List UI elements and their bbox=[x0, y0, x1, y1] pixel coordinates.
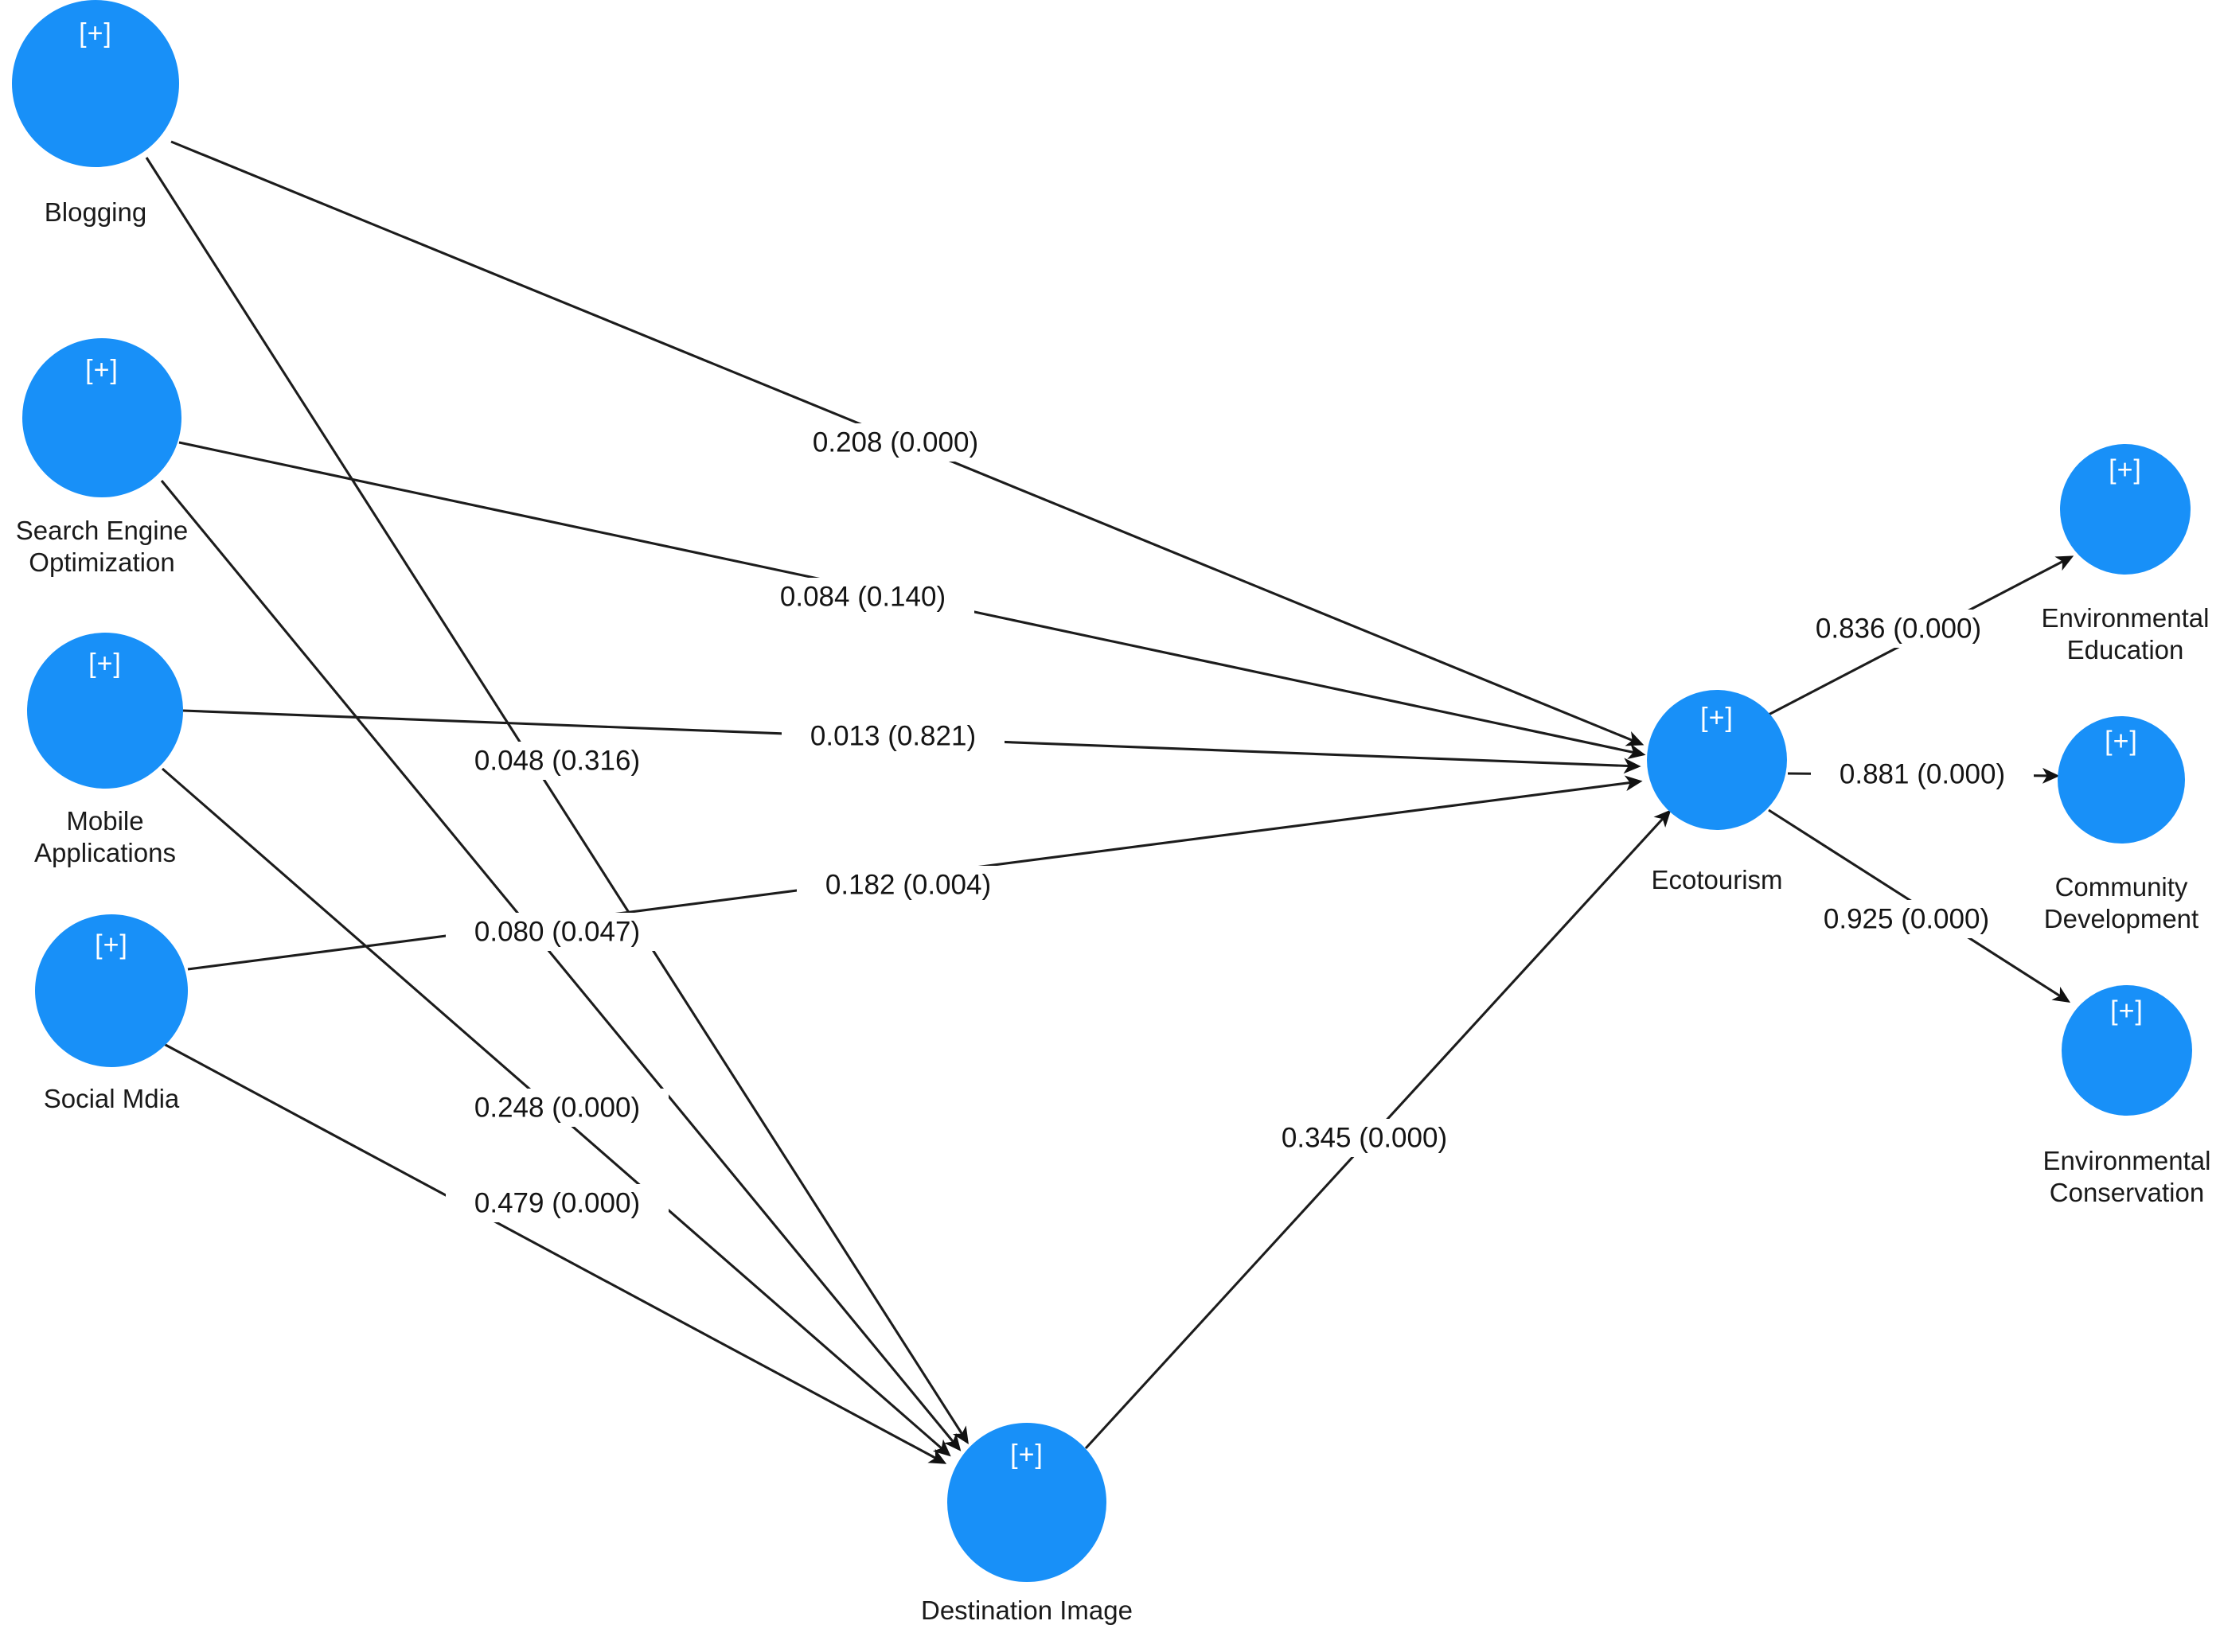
edge-label-text: 0.080 (0.047) bbox=[474, 916, 640, 947]
node-label: Environmental bbox=[2042, 603, 2210, 633]
node-circle[interactable] bbox=[947, 1423, 1106, 1582]
edge-label-destination-image-to-ecotourism: 0.345 (0.000) bbox=[1253, 1119, 1476, 1157]
edge-label-backdrop bbox=[1787, 610, 2010, 648]
node-destination-image[interactable]: [+] Destination Image bbox=[921, 1423, 1133, 1625]
node-circle[interactable] bbox=[35, 914, 188, 1067]
edge-label-seo-to-destination-image: 0.080 (0.047) bbox=[446, 913, 669, 951]
expand-plus-icon[interactable]: [+] bbox=[1010, 1440, 1044, 1470]
edge-layer bbox=[145, 140, 2074, 1464]
edge-label-mobile-to-ecotourism: 0.013 (0.821) bbox=[782, 717, 1005, 755]
node-label: Blogging bbox=[45, 197, 146, 227]
edge-label-backdrop bbox=[1811, 755, 2034, 793]
expand-plus-icon[interactable]: [+] bbox=[2110, 995, 2144, 1026]
edge-label-backdrop bbox=[797, 866, 1020, 904]
node-label: Mobile bbox=[66, 806, 143, 836]
edge-label-backdrop bbox=[446, 1184, 669, 1222]
node-circle[interactable] bbox=[12, 0, 179, 167]
node-label: Development bbox=[2044, 904, 2199, 933]
edge-label-text: 0.013 (0.821) bbox=[810, 720, 976, 751]
edge-seo-to-destination-image[interactable] bbox=[160, 480, 962, 1451]
edge-label-social-media-to-ecotourism: 0.182 (0.004) bbox=[797, 866, 1020, 904]
edge-label-mobile-to-destination-image: 0.248 (0.000) bbox=[446, 1089, 669, 1127]
edge-label-backdrop bbox=[784, 423, 1007, 462]
edge-label-text: 0.881 (0.000) bbox=[1840, 758, 2005, 789]
node-circle[interactable] bbox=[2058, 716, 2185, 844]
expand-plus-icon[interactable]: [+] bbox=[95, 929, 128, 960]
node-layer: [+]Blogging[+]Search EngineOptimization[… bbox=[12, 0, 2210, 1625]
edge-label-social-media-to-destination-image: 0.479 (0.000) bbox=[446, 1184, 669, 1222]
node-label: Destination Image bbox=[921, 1596, 1133, 1625]
node-label: Ecotourism bbox=[1651, 865, 1782, 894]
expand-plus-icon[interactable]: [+] bbox=[1700, 703, 1734, 733]
node-circle[interactable] bbox=[2062, 985, 2192, 1116]
expand-plus-icon[interactable]: [+] bbox=[2105, 727, 2138, 757]
node-blogging[interactable]: [+] Blogging bbox=[12, 0, 179, 227]
node-label: Conservation bbox=[2050, 1178, 2204, 1207]
edge-label-text: 0.925 (0.000) bbox=[1824, 903, 1989, 934]
edge-label-backdrop bbox=[782, 717, 1005, 755]
edge-label-seo-to-ecotourism: 0.084 (0.140) bbox=[751, 578, 974, 616]
edge-label-ecotourism-to-community-development: 0.881 (0.000) bbox=[1811, 755, 2034, 793]
edge-label-backdrop bbox=[446, 742, 669, 780]
edge-label-text: 0.208 (0.000) bbox=[813, 427, 978, 458]
node-circle[interactable] bbox=[27, 633, 183, 789]
edge-label-backdrop bbox=[1253, 1119, 1476, 1157]
node-circle[interactable] bbox=[2060, 444, 2191, 575]
edge-label-layer: 0.208 (0.000) 0.084 (0.140) 0.013 (0.821) 0… bbox=[446, 423, 2034, 1222]
expand-plus-icon[interactable]: [+] bbox=[88, 649, 122, 679]
edge-label-text: 0.048 (0.316) bbox=[474, 745, 640, 776]
edge-blogging-to-destination-image[interactable] bbox=[145, 157, 969, 1445]
edge-label-backdrop bbox=[446, 1089, 669, 1127]
node-circle[interactable] bbox=[22, 338, 181, 497]
edge-label-backdrop bbox=[751, 578, 974, 616]
edge-label-blogging-to-ecotourism: 0.208 (0.000) bbox=[784, 423, 1007, 462]
node-label: Community bbox=[2055, 872, 2188, 902]
edge-label-ecotourism-to-environmental-education: 0.836 (0.000) bbox=[1787, 610, 2010, 648]
edge-line bbox=[163, 1042, 947, 1464]
edge-line bbox=[145, 157, 969, 1445]
node-label: Search Engine bbox=[16, 516, 188, 545]
edge-label-backdrop bbox=[1795, 900, 2018, 938]
expand-plus-icon[interactable]: [+] bbox=[79, 18, 112, 49]
edge-label-ecotourism-to-environmental-conservation: 0.925 (0.000) bbox=[1795, 900, 2018, 938]
edge-label-blogging-to-destination-image: 0.048 (0.316) bbox=[446, 742, 669, 780]
edge-line bbox=[160, 480, 962, 1451]
edge-label-backdrop bbox=[446, 913, 669, 951]
node-label: Applications bbox=[34, 838, 176, 867]
edge-label-text: 0.345 (0.000) bbox=[1282, 1122, 1447, 1153]
edge-label-text: 0.182 (0.004) bbox=[825, 869, 991, 900]
node-social-media[interactable]: [+] Social Mdia bbox=[35, 914, 188, 1113]
edge-social-media-to-destination-image[interactable] bbox=[163, 1042, 947, 1464]
node-circle[interactable] bbox=[1647, 690, 1787, 830]
edge-label-text: 0.836 (0.000) bbox=[1816, 613, 1981, 644]
expand-plus-icon[interactable]: [+] bbox=[2109, 454, 2142, 485]
edge-label-text: 0.084 (0.140) bbox=[780, 581, 946, 612]
node-ecotourism[interactable]: [+] Ecotourism bbox=[1647, 690, 1787, 894]
edge-label-text: 0.248 (0.000) bbox=[474, 1092, 640, 1123]
edge-label-text: 0.479 (0.000) bbox=[474, 1187, 640, 1218]
node-label: Social Mdia bbox=[44, 1084, 180, 1113]
node-label: Environmental bbox=[2043, 1146, 2211, 1175]
node-label: Optimization bbox=[29, 547, 174, 577]
expand-plus-icon[interactable]: [+] bbox=[85, 355, 119, 385]
node-label: Education bbox=[2067, 635, 2184, 664]
